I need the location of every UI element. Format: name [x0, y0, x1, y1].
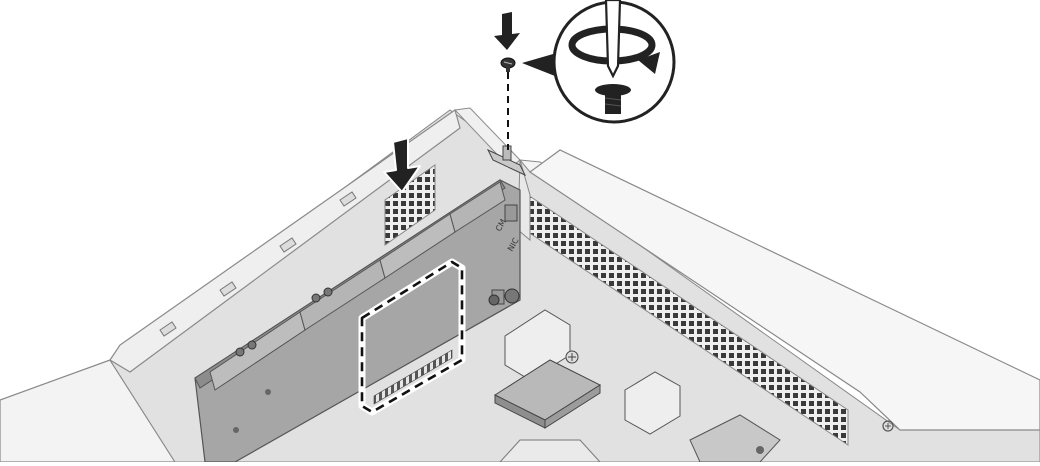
dashed-highlight: [360, 260, 464, 414]
motherboard-components: [488, 288, 781, 463]
insert-card-arrow: [383, 137, 421, 193]
top-cover-right: [528, 149, 1040, 431]
chassis: [0, 107, 1040, 463]
left-wall: [109, 109, 461, 373]
heatsink-4: [449, 181, 506, 233]
down-arrow-icon: [383, 137, 421, 193]
screw-callout: [522, 0, 676, 124]
screwdriver-icon: [604, 0, 622, 79]
screw-down-arrow-icon: [494, 12, 520, 50]
pcie-bracket: [486, 145, 527, 177]
callout-pointer: [522, 52, 560, 78]
highlight-connector-area: [358, 258, 466, 416]
pcie-card: CM NIC: [194, 179, 521, 463]
left-vent-mesh: [384, 164, 436, 246]
connector-block-2: [624, 371, 681, 435]
cover-screw-icon: [882, 420, 894, 432]
screw-placement: [494, 12, 520, 150]
